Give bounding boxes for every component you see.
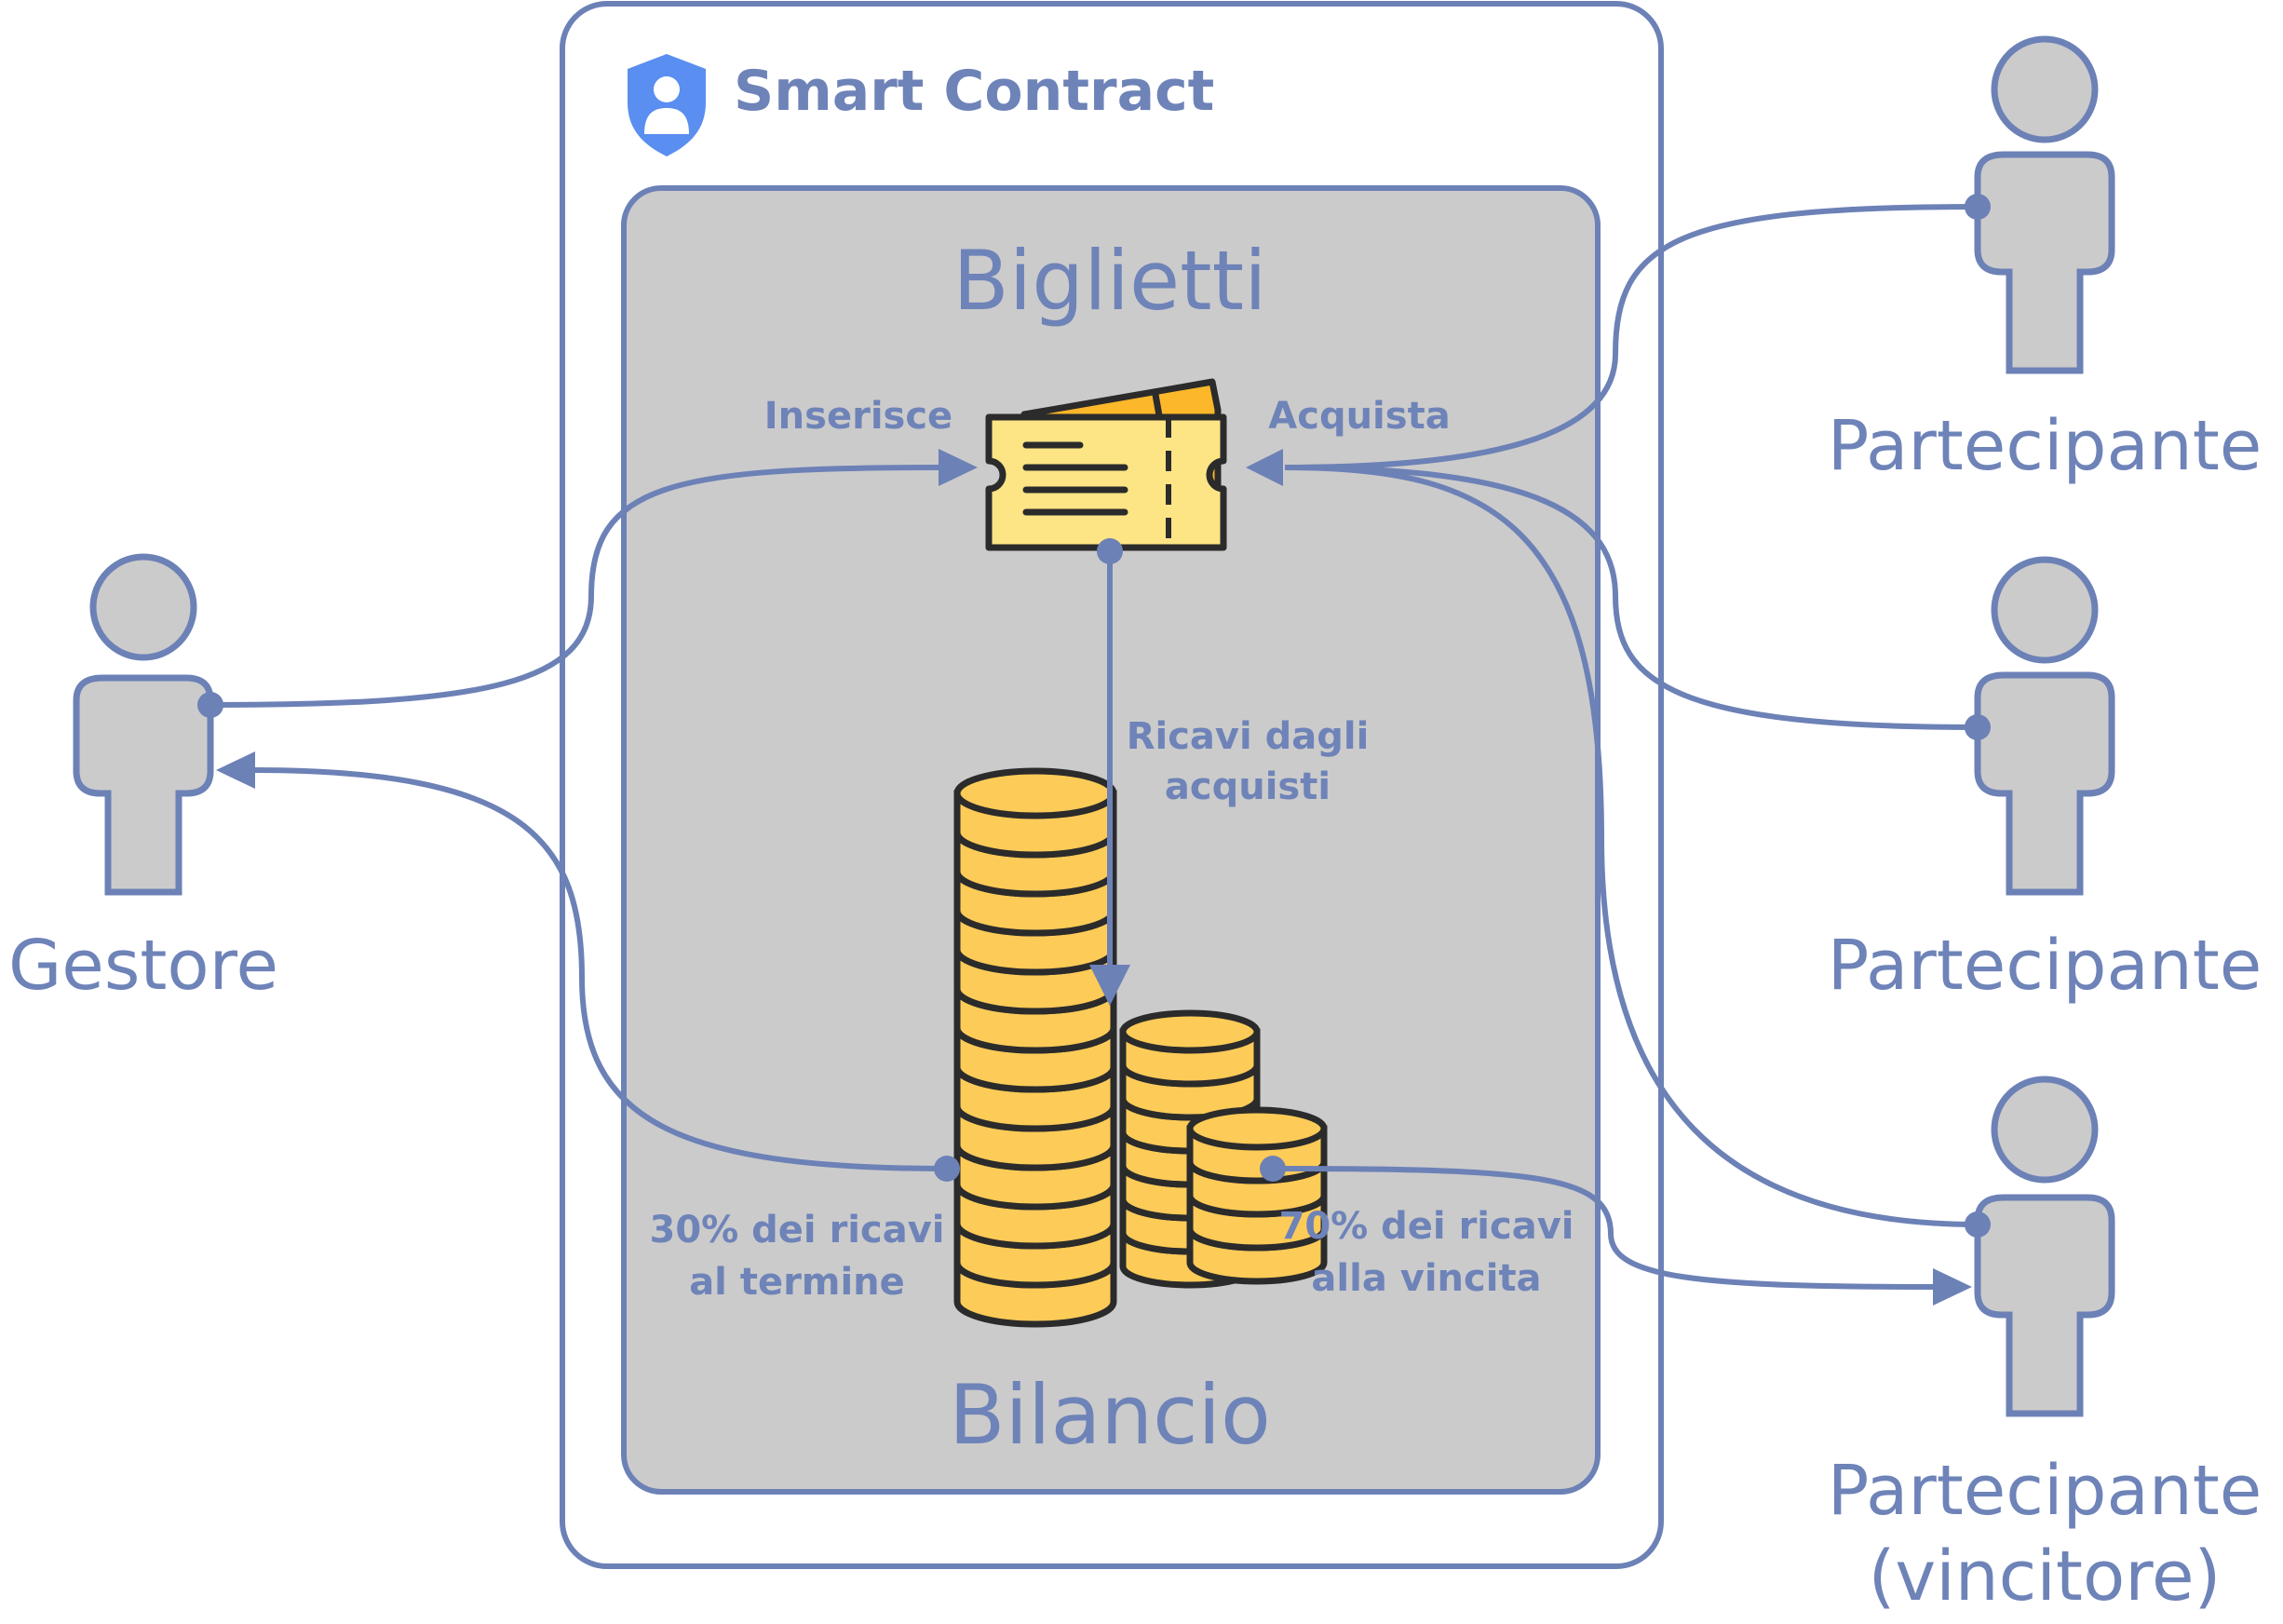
bilancio-label: Bilancio bbox=[949, 1367, 1271, 1463]
winner-share-line2: alla vincita bbox=[1311, 1257, 1541, 1300]
partecipante-3-person-icon bbox=[1965, 1076, 2115, 1417]
shield-user-icon bbox=[628, 54, 706, 156]
gestore-share-line1: 30% dei ricavi bbox=[650, 1209, 945, 1252]
biglietti-label: Biglietti bbox=[952, 233, 1266, 329]
partecipante-2-person-icon bbox=[1965, 556, 2115, 896]
inserisce-label: Inserisce bbox=[764, 395, 952, 438]
gestore-label: Gestore bbox=[8, 926, 278, 1006]
ticket-icon bbox=[985, 378, 1227, 551]
flow-gestore-share bbox=[216, 751, 960, 1182]
partecipante-3-label-line2: (vincitore) bbox=[1869, 1536, 2222, 1617]
acquista-label: Acquista bbox=[1268, 395, 1450, 438]
container-title: Smart Contract bbox=[734, 59, 1214, 124]
partecipante-3-label-line1: Partecipante bbox=[1828, 1451, 2263, 1531]
flow-ricavi bbox=[1089, 538, 1130, 1006]
gestore-share-line2: al termine bbox=[689, 1261, 905, 1304]
partecipante-2-label: Partecipante bbox=[1828, 926, 2263, 1006]
winner-share-line1: 70% dei ricavi bbox=[1279, 1205, 1574, 1248]
flow-winner-share bbox=[1260, 1156, 1972, 1306]
partecipante-1-person-icon bbox=[1965, 35, 2115, 374]
ricavi-label-line2: acquisti bbox=[1165, 765, 1331, 808]
partecipante-1-label: Partecipante bbox=[1828, 406, 2263, 486]
gestore-person-icon bbox=[73, 553, 223, 896]
ricavi-label-line1: Ricavi dagli bbox=[1127, 715, 1370, 758]
